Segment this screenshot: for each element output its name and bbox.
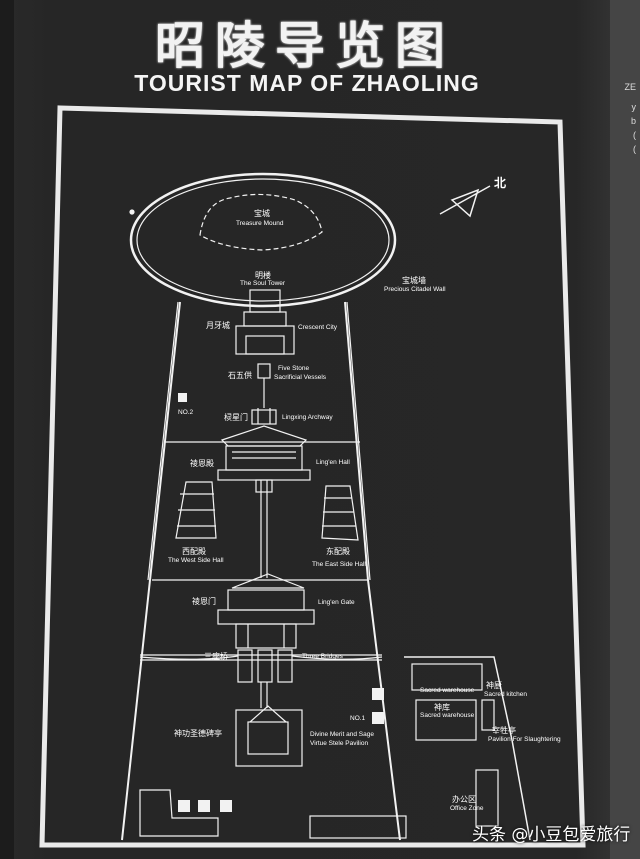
accessible-icon: [372, 688, 384, 700]
label-lingen-hall-en: Ling'en Hall: [316, 459, 350, 466]
north-indicator-label: 北: [494, 176, 507, 190]
treasure-mound-ring: [129, 172, 397, 308]
adjacent-sign-edge: [610, 0, 640, 859]
label-treasure-mound-en: Treasure Mound: [236, 220, 284, 227]
three-bridges: [139, 649, 383, 683]
map-title-chinese: 昭陵导览图: [155, 17, 455, 75]
label-slaughter-cn: 宰牲亭: [492, 726, 516, 735]
stele-pavilion: [235, 709, 303, 767]
label-kitchen-cn: 神厨: [486, 681, 502, 690]
label-kitchen-en: Sacred kitchen: [484, 691, 527, 698]
label-gate-cn: 祾恩门: [192, 597, 216, 606]
lingxing-archway: [251, 409, 277, 425]
label-slaughter-en: Pavilion For Slaughtering: [488, 736, 561, 743]
slaughter-pavilion: [481, 699, 495, 731]
label-pavilion-en: Virtue Stele Pavilion: [310, 740, 369, 747]
label-vessels-en: Five Stone: [278, 365, 310, 372]
label-citadel-wall-cn: 宝城墙: [402, 276, 426, 285]
label-soul-tower-en: The Soul Tower: [240, 280, 286, 287]
phone-icon: [220, 800, 232, 812]
label-treasure-mound-cn: 宝城: [254, 209, 270, 218]
map-frame: [39, 105, 586, 848]
south-gate-left: [139, 789, 219, 837]
treasure-mound-outline: [199, 193, 323, 251]
label-no1: NO.1: [350, 715, 366, 722]
edge-text: ZE: [624, 82, 636, 92]
toilet-icon: [372, 712, 384, 724]
label-crescent-cn: 月牙城: [206, 321, 230, 330]
north-arrow-icon: [439, 185, 491, 218]
edge-text: (: [633, 130, 636, 140]
label-office-en: Office Zone: [450, 805, 484, 812]
label-archway-en: Lingxing Archway: [282, 414, 333, 421]
service-area: [404, 656, 531, 841]
label-vessels-en: Sacrificial Vessels: [274, 374, 327, 381]
label-office-cn: 办公区: [452, 795, 476, 804]
lingen-gate: [231, 573, 305, 589]
edge-text: b: [630, 116, 636, 126]
label-crescent-en: Crescent City: [298, 324, 338, 331]
crescent-city: [235, 325, 295, 355]
toilet-icon: [178, 393, 187, 402]
edge-text: y: [631, 102, 637, 112]
stone-vessels: [257, 363, 271, 379]
label-pavilion-en: Divine Merit and Sage: [310, 731, 374, 738]
label-east-hall-cn: 东配殿: [326, 547, 350, 556]
label-warehouse-cn: 神库: [434, 703, 450, 712]
label-sacred-warehouse: Sacred warehouse: [420, 687, 475, 694]
label-east-hall-en: The East Side Hall: [312, 561, 366, 568]
label-pavilion-cn: 神功圣德碑亭: [174, 729, 222, 738]
south-gate-right: [309, 815, 407, 839]
label-bridges-en: Three Bridges: [302, 653, 343, 660]
east-side-hall: [321, 485, 359, 541]
west-side-hall: [175, 481, 217, 539]
info-icon: [178, 800, 190, 812]
label-west-hall-cn: 西配殿: [182, 547, 206, 556]
label-citadel-wall-en: Precious Citadel Wall: [384, 286, 446, 293]
label-bridges-cn: 三座桥: [204, 652, 228, 661]
label-west-hall-en: The West Side Hall: [168, 557, 224, 564]
watermark: 头条 @小豆包爱旅行: [472, 825, 631, 845]
label-lingen-hall-cn: 祾恩殿: [190, 459, 214, 468]
label-vessels-cn: 石五供: [228, 371, 252, 380]
map-title-english: TOURIST MAP OF ZHAOLING: [134, 70, 480, 96]
label-warehouse-en: Sacred warehouse: [420, 712, 475, 719]
label-no2: NO.2: [178, 409, 194, 416]
sign-frame-left: [0, 0, 14, 859]
toilet-icon: [198, 800, 210, 812]
edge-text: (: [633, 144, 636, 154]
office-building: [475, 769, 499, 827]
label-gate-en: Ling'en Gate: [318, 599, 355, 606]
label-soul-tower-cn: 明楼: [255, 271, 271, 280]
label-archway-cn: 棂星门: [224, 413, 248, 422]
lingen-hall: [220, 425, 308, 447]
